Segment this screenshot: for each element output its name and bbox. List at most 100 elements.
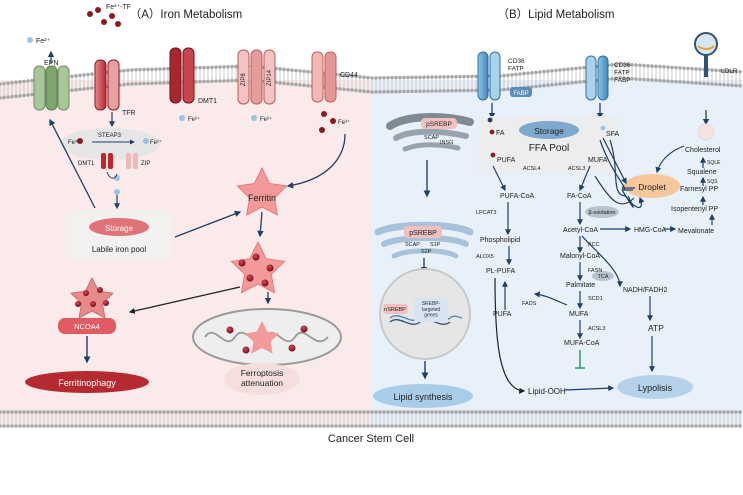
fabp-label: FABP bbox=[513, 91, 528, 97]
iron-storage-label: Storage bbox=[105, 224, 134, 233]
fe2-zip-label: Fe²⁺ bbox=[260, 116, 272, 123]
pl-pufa-to-lipid-ooh-arrow bbox=[494, 277, 526, 394]
acc-label: ACC bbox=[588, 242, 600, 248]
sqs-label: SQS bbox=[707, 179, 718, 185]
squalene-label: Squalene bbox=[687, 169, 717, 176]
lpcat3-label: LPCAT3 bbox=[476, 210, 496, 216]
fe3-tf-cluster-icon bbox=[87, 7, 121, 27]
labile-iron-pool-label: Labile iron pool bbox=[92, 245, 146, 254]
fe2-ion-icon bbox=[27, 37, 33, 43]
mufa2-label: MUFA bbox=[569, 311, 589, 318]
ncoa4-complex bbox=[70, 276, 114, 319]
lipid-storage-label: Storage bbox=[534, 126, 564, 136]
iron-panel-title: （A）Iron Metabolism bbox=[130, 8, 242, 21]
fe2-dmt1-label: Fe²⁺ bbox=[188, 116, 200, 123]
pufa-label: PUFA bbox=[497, 157, 516, 164]
ncoa4-box bbox=[58, 318, 116, 334]
zip14-label: ZIP14 bbox=[267, 69, 273, 86]
scd1-label: SCD1 bbox=[588, 296, 603, 302]
fads-label: FADS bbox=[522, 301, 537, 307]
lipolysis-label: Lypolisis bbox=[638, 383, 673, 393]
pl-pufa-label: PL-PUFA bbox=[486, 268, 516, 275]
ferritin-star bbox=[236, 166, 288, 216]
srebp-genes-box bbox=[414, 298, 448, 322]
ferroptosis-attenuation-pill bbox=[224, 363, 300, 395]
sfa-label: SFA bbox=[606, 131, 620, 138]
s2p-label: S2P bbox=[421, 249, 432, 255]
ferritinophagy-pill bbox=[25, 371, 149, 393]
fe2-epn-label: Fe²⁺ bbox=[36, 38, 51, 45]
ferritinophagy-label: Ferritinophagy bbox=[58, 378, 116, 388]
pufa-coa-label: PUFA-CoA bbox=[500, 193, 535, 200]
droplet-label: Droplet bbox=[638, 182, 666, 192]
er-structure bbox=[386, 113, 474, 152]
psrebp-golgi-label: pSREBP bbox=[409, 230, 437, 237]
acetyl-coa-label: Acetyl-CoA bbox=[563, 227, 598, 234]
alox5-label: ALOX5 bbox=[476, 254, 494, 260]
steap3-label: STEAP3 bbox=[98, 133, 122, 139]
mufa-coa-inhibition bbox=[575, 350, 585, 369]
s1p-label: S1P bbox=[430, 242, 441, 248]
ldlr-label: LDLR bbox=[721, 68, 738, 75]
beta-oxidation-label: β-oxidation bbox=[588, 210, 615, 216]
scap-golgi-label: SCAP bbox=[405, 242, 420, 248]
sqle-label: SQLE bbox=[707, 160, 721, 166]
tca-label: TCA bbox=[598, 274, 609, 280]
dmt1-endosome-channel bbox=[101, 153, 113, 169]
psrebp-golgi-box bbox=[404, 226, 442, 238]
droplet-pill bbox=[624, 174, 680, 198]
cd36-fatp-fabp-channel-right bbox=[585, 55, 609, 101]
mufa-coa-label: MUFA-CoA bbox=[564, 340, 600, 347]
cd44-label: CD44 bbox=[340, 72, 358, 79]
zip8-label: ZIP8 bbox=[241, 73, 247, 86]
acsl4-label: ACSL4 bbox=[523, 166, 540, 172]
storage-pill bbox=[89, 218, 149, 236]
ferritin-label: Ferritin bbox=[248, 193, 276, 203]
lipid-ooh-label: Lipid-OOH bbox=[528, 387, 566, 396]
scap-label: SCAP bbox=[424, 135, 439, 141]
acsl3-2-label: ACSL3 bbox=[588, 326, 605, 332]
cd36-fatp-channel-left bbox=[477, 51, 501, 101]
lipoprotein-vesicle-icon bbox=[697, 123, 715, 141]
lipid-synthesis-label: Lipid synthesis bbox=[393, 392, 453, 402]
cd44-receptor bbox=[311, 51, 337, 103]
mevalonate-label: Mevalonate bbox=[678, 228, 714, 235]
nadh-label: NADH/FADH2 bbox=[623, 287, 667, 294]
isopentenyl-pp-label: Isopentenyl PP bbox=[671, 206, 718, 213]
lipid-storage-pill bbox=[519, 121, 579, 139]
tca-pill bbox=[592, 271, 614, 281]
nsrebp-box bbox=[383, 304, 408, 314]
beta-oxidation-pill bbox=[585, 206, 619, 218]
fa-label: FA bbox=[496, 130, 505, 137]
pufa2-label: PUFA bbox=[493, 311, 512, 318]
ldlr-receptor-icon bbox=[694, 32, 718, 77]
fe3-tf-label: Fe³⁺-TF bbox=[106, 4, 131, 11]
dmt1-transporter bbox=[169, 47, 195, 104]
hmg-coa-label: HMG-CoA bbox=[634, 227, 667, 234]
fe3-ion-icon bbox=[321, 111, 327, 117]
lipid-pathway-arrows bbox=[492, 137, 715, 392]
lipid-synthesis-pill bbox=[373, 384, 473, 408]
lipid-panel-title: （B）Lipid Metabolism bbox=[498, 8, 615, 21]
acsl3-label: ACSL3 bbox=[568, 166, 585, 172]
tfr-receptor bbox=[94, 59, 120, 111]
mufa-label: MUFA bbox=[588, 157, 608, 164]
dmt1-label: DMT1 bbox=[198, 98, 217, 105]
iron-panel-background bbox=[0, 80, 372, 425]
fa-coa-label: FA-CoA bbox=[567, 193, 592, 200]
fe2-ion-icon bbox=[251, 115, 257, 121]
cell-label: Cancer Stem Cell bbox=[328, 433, 414, 445]
epn-transporter bbox=[33, 65, 70, 111]
psrebp-er-label: pSREBP bbox=[426, 121, 452, 128]
malonyl-coa-label: Malonyl-CoA bbox=[560, 253, 600, 260]
farnesyl-pp-label: Farnesyl PP bbox=[680, 186, 718, 193]
atp-label: ATP bbox=[648, 323, 664, 333]
dmt1-endo-label: DMT1 bbox=[78, 161, 95, 167]
zip-endo-label: ZIP bbox=[141, 161, 150, 167]
phospholipid-label: Phospholipid bbox=[480, 237, 520, 244]
endosome bbox=[60, 128, 160, 160]
